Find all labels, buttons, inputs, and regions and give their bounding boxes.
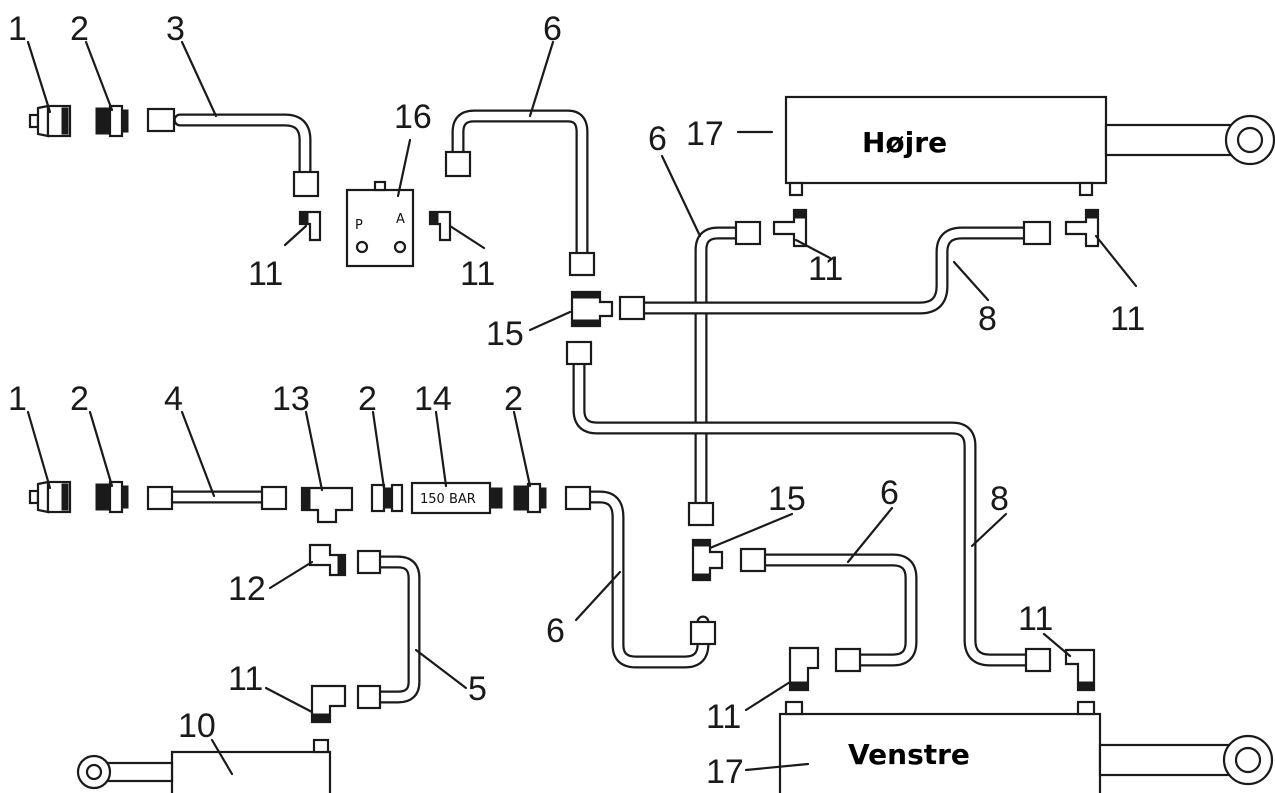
callout-number: 8 — [990, 480, 1009, 518]
elbow-fitting — [310, 684, 347, 724]
callout-number: 13 — [272, 380, 310, 418]
hose-8-upper — [633, 226, 1031, 315]
nut — [356, 684, 382, 710]
nut — [146, 485, 174, 511]
cylinder-right: Højre — [784, 95, 1275, 197]
callout-number: 11 — [248, 255, 283, 293]
cylinder-small — [76, 738, 332, 793]
pressure-valve: 150 BAR — [410, 481, 503, 515]
adapter — [370, 483, 404, 513]
adapter — [95, 480, 129, 514]
nut — [834, 647, 862, 673]
nut — [689, 620, 717, 646]
callout-number: 11 — [1110, 300, 1145, 338]
adapter — [513, 482, 547, 514]
callout-number: 6 — [546, 612, 565, 650]
hose-8-lower — [572, 355, 1033, 667]
callout-number: 16 — [394, 98, 432, 136]
nut — [739, 547, 767, 573]
callout-number: 11 — [1018, 600, 1053, 638]
callout-number: 17 — [686, 115, 724, 153]
nut — [1022, 220, 1052, 246]
nut — [292, 170, 320, 198]
hose-3 — [173, 113, 312, 179]
nut — [146, 107, 176, 133]
quick-coupler — [28, 480, 72, 514]
nut — [1024, 647, 1052, 673]
quick-coupler — [28, 104, 72, 138]
callout-number: 15 — [768, 480, 806, 518]
callout-number: 6 — [648, 120, 667, 158]
callout-number: 14 — [414, 380, 452, 418]
callout-number: 2 — [70, 380, 89, 418]
elbow-fitting — [1064, 208, 1100, 248]
callout-number: 6 — [880, 474, 899, 512]
callout-number: 2 — [358, 380, 377, 418]
callout-number: 3 — [166, 10, 185, 48]
callout-number: 8 — [978, 300, 997, 338]
callout-number: 4 — [164, 380, 183, 418]
valve-block: P A — [345, 180, 415, 268]
cylinder-left-label: Venstre — [848, 738, 970, 771]
cylinder-left-big: Venstre — [778, 700, 1274, 793]
hose-6-right — [758, 553, 918, 667]
nut — [687, 501, 715, 527]
cylinder-right-label: Højre — [862, 126, 947, 159]
elbow-fitting — [788, 646, 820, 692]
callout-number: 1 — [8, 380, 27, 418]
adapter — [95, 104, 129, 138]
callout-number: 1 — [8, 10, 27, 48]
tee-fitting — [570, 290, 614, 328]
callout-number: 11 — [706, 698, 741, 736]
elbow-fitting — [772, 208, 808, 248]
nut — [734, 220, 762, 246]
callout-number: 15 — [486, 315, 524, 353]
valve-port-p: P — [355, 218, 363, 233]
hose-6-u — [583, 490, 710, 669]
callout-number: 17 — [706, 753, 744, 791]
callout-number: 11 — [460, 255, 495, 293]
elbow-fitting — [1064, 648, 1096, 692]
elbow-fitting — [308, 543, 347, 577]
callout-number: 2 — [70, 10, 89, 48]
callout-number: 12 — [228, 570, 266, 608]
pressure-valve-rating: 150 BAR — [420, 492, 476, 507]
tee-fitting — [691, 538, 724, 582]
nut — [444, 150, 472, 178]
callout-number: 11 — [228, 660, 263, 698]
nut — [618, 295, 646, 321]
nut — [564, 485, 592, 511]
hose-6-vertical — [694, 226, 743, 512]
callout-number: 11 — [808, 250, 843, 288]
nut — [565, 340, 593, 366]
leader-lines — [26, 40, 1138, 776]
callout-number: 6 — [543, 10, 562, 48]
nut — [356, 549, 382, 575]
valve-port-a: A — [396, 212, 405, 227]
hose-6-top — [451, 109, 589, 264]
nut — [568, 251, 596, 277]
elbow-fitting — [428, 210, 452, 242]
callout-number: 2 — [504, 380, 523, 418]
hose-5 — [373, 555, 421, 704]
callout-number: 5 — [468, 670, 487, 708]
callout-number: 10 — [178, 707, 216, 745]
elbow-fitting — [298, 210, 322, 242]
nut — [260, 485, 288, 511]
tee-fitting — [300, 486, 354, 524]
